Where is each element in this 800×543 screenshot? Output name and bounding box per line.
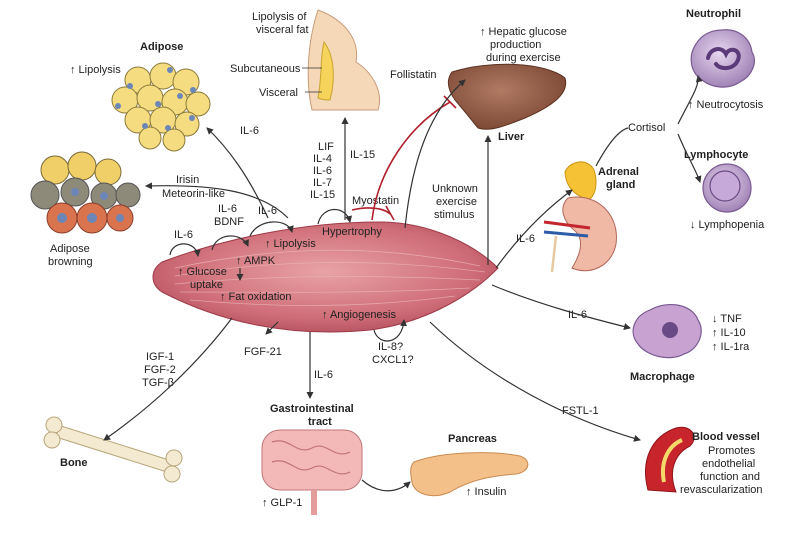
bone-title: Bone: [60, 457, 88, 469]
gi-effect: ↑ GLP-1: [262, 497, 302, 509]
blood-vessel-line3: function and: [700, 471, 760, 483]
liver-title: Liver: [498, 131, 525, 143]
signal-il6-bdnf-2: BDNF: [214, 216, 244, 228]
browning-label-2: browning: [48, 256, 93, 268]
blood-vessel-line2: endothelial: [702, 458, 755, 470]
lymphocyte-nucleus: [709, 170, 741, 202]
visceral-label-visceral: Visceral: [259, 87, 298, 99]
lymphocyte-effect: ↓ Lymphopenia: [690, 219, 765, 231]
neutrophil-effect: ↑ Neutrocytosis: [688, 99, 764, 111]
gi-title-1: Gastrointestinal: [270, 403, 354, 415]
effect-ampk: ↑ AMPK: [236, 255, 276, 267]
lymphocyte-title: Lymphocyte: [684, 149, 748, 161]
muscle-effects: ↑ Glucose uptake ↑ AMPK ↑ Lipolysis ↑ Fa…: [178, 226, 396, 321]
visceral-fat-layer: [317, 40, 334, 101]
signal-lif-3: IL-6: [313, 165, 332, 177]
neutrophil-cell: [690, 29, 755, 88]
signal-unknown-2: exercise: [436, 196, 477, 208]
visceral-label-subcutaneous: Subcutaneous: [230, 63, 301, 75]
signal-cortisol: Cortisol: [628, 122, 665, 134]
signal-il6-bdnf-1: IL-6: [218, 203, 237, 215]
visceral-title-1: Lipolysis of: [252, 11, 307, 23]
signal-il6-macrophage: IL-6: [568, 309, 587, 321]
signal-tgfb: TGF-β: [142, 377, 174, 389]
browning-label-1: Adipose: [50, 243, 90, 255]
signal-lif-5: IL-15: [310, 189, 335, 201]
signal-fstl1: FSTL-1: [562, 405, 599, 417]
signal-unknown-1: Unknown: [432, 183, 478, 195]
blood-vessel-line1: Promotes: [708, 445, 756, 457]
signal-unknown-3: stimulus: [434, 209, 475, 221]
liver-effect-3: during exercise: [486, 52, 561, 64]
effect-angiogenesis: ↑ Angiogenesis: [322, 309, 396, 321]
adipose-cells: [111, 62, 211, 152]
adrenal-label-1: Adrenal: [598, 166, 639, 178]
effect-fat-oxidation: ↑ Fat oxidation: [220, 291, 292, 303]
adrenal-label-2: gland: [606, 179, 635, 191]
visceral-title-2: visceral fat: [256, 24, 309, 36]
pancreas-organ: [410, 452, 529, 497]
blood-vessel-title: Blood vessel: [692, 431, 760, 443]
adipose-effect: ↑ Lipolysis: [70, 64, 121, 76]
signal-cxcl1: CXCL1?: [372, 354, 414, 366]
macrophage-nucleus: [662, 322, 678, 338]
liver-effect-2: production: [490, 39, 541, 51]
effect-glucose-uptake-2: uptake: [190, 279, 223, 291]
signal-irisin: Irisin: [176, 174, 199, 186]
pancreas-effect: ↑ Insulin: [466, 486, 506, 498]
macrophage-effect-il1ra: ↑ IL-1ra: [712, 341, 750, 353]
signal-follistatin: Follistatin: [390, 69, 436, 81]
arrows: [103, 75, 703, 492]
macrophage-title: Macrophage: [630, 371, 695, 383]
blood-vessel: [645, 426, 695, 493]
neutrophil-title: Neutrophil: [686, 8, 741, 20]
adipose-title: Adipose: [140, 41, 183, 53]
pancreas-title: Pancreas: [448, 433, 497, 445]
macrophage-effect-tnf: ↓ TNF: [712, 313, 742, 325]
adrenal-gland: [564, 161, 597, 201]
bone: [43, 416, 183, 483]
liver-effect-1: ↑ Hepatic glucose: [480, 26, 567, 38]
signal-il8: IL-8?: [378, 341, 403, 353]
effect-glucose-uptake: ↑ Glucose: [178, 266, 227, 278]
liver-organ: [447, 63, 567, 130]
signal-lif-4: IL-7: [313, 177, 332, 189]
signal-lif-2: IL-4: [313, 153, 332, 165]
macrophage-effect-il10: ↑ IL-10: [712, 327, 746, 339]
signal-il6-gi: IL-6: [314, 369, 333, 381]
effect-lipolysis: ↑ Lipolysis: [265, 238, 316, 250]
brown-adipose-cells: [30, 151, 141, 234]
neutrophil-nucleus: [706, 47, 741, 71]
signal-il15-visceral: IL-15: [350, 149, 375, 161]
intestines: [261, 429, 363, 515]
muscle-fiber-lines: [174, 249, 486, 306]
signal-il6-adrenal: IL-6: [516, 233, 535, 245]
signal-il6-glucose: IL-6: [174, 229, 193, 241]
signal-lif-1: LIF: [318, 141, 334, 153]
blood-vessel-line4: revascularization: [680, 484, 763, 496]
effect-hypertrophy: Hypertrophy: [322, 226, 382, 238]
adipose-nuclei: [115, 67, 196, 131]
signal-il6-adipose: IL-6: [240, 125, 259, 137]
signal-fgf2: FGF-2: [144, 364, 176, 376]
signal-fgf21: FGF-21: [244, 346, 282, 358]
gi-title-2: tract: [308, 416, 332, 428]
signal-igf1: IGF-1: [146, 351, 174, 363]
signal-meteorin: Meteorin-like: [162, 188, 225, 200]
